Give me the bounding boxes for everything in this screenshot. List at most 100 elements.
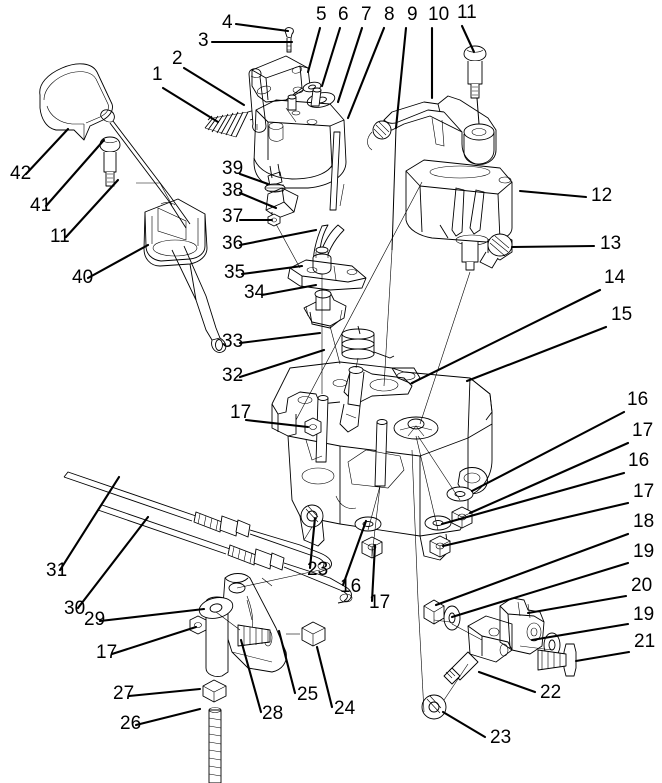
callout-label-42: 42 bbox=[10, 163, 31, 184]
callout-label-36: 36 bbox=[222, 233, 243, 254]
part-nut-37 bbox=[267, 213, 281, 227]
callout-8: 8 bbox=[346, 4, 395, 120]
callout-13: 13 bbox=[510, 233, 621, 254]
callout-label-2: 2 bbox=[172, 48, 183, 69]
callout-leader-24 bbox=[315, 645, 334, 709]
callout-label-7: 7 bbox=[361, 4, 372, 25]
part-washer-16-a bbox=[446, 486, 474, 502]
callout-17d: 17 bbox=[369, 543, 390, 613]
callout-label-17e: 17 bbox=[230, 402, 251, 423]
callout-leader-12 bbox=[518, 189, 588, 199]
part-top-link bbox=[339, 366, 413, 433]
callout-label-4: 4 bbox=[222, 12, 233, 33]
callout-leader-16c bbox=[341, 519, 368, 587]
callout-leader-38 bbox=[238, 191, 278, 210]
callout-label-23b: 23 bbox=[307, 559, 328, 580]
callout-4: 4 bbox=[222, 12, 290, 33]
callout-leader-20 bbox=[526, 594, 628, 615]
callout-38: 38 bbox=[222, 180, 278, 210]
callout-label-31: 31 bbox=[46, 560, 67, 581]
callout-33: 33 bbox=[222, 331, 322, 352]
callout-label-17d: 17 bbox=[369, 592, 390, 613]
callout-leader-28 bbox=[239, 638, 263, 714]
callout-label-22: 22 bbox=[540, 682, 561, 703]
part-bolt-11 bbox=[463, 45, 487, 125]
callout-37: 37 bbox=[222, 206, 274, 227]
callout-label-33: 33 bbox=[222, 331, 243, 352]
callout-leader-33 bbox=[238, 331, 322, 345]
callout-leader-15 bbox=[465, 325, 608, 383]
callout-12: 12 bbox=[518, 185, 612, 206]
callout-label-28: 28 bbox=[262, 703, 283, 724]
callout-23: 23 bbox=[441, 710, 511, 748]
part-pivot-33 bbox=[303, 289, 347, 329]
callout-27: 27 bbox=[113, 683, 202, 704]
part-stud-8 bbox=[329, 131, 341, 211]
callout-7: 7 bbox=[336, 4, 372, 104]
callout-label-26: 26 bbox=[120, 713, 141, 734]
callout-label-18: 18 bbox=[633, 511, 654, 532]
callout-label-38: 38 bbox=[222, 180, 243, 201]
part-washer-16-c bbox=[354, 516, 382, 532]
part-spring-32 bbox=[341, 325, 395, 360]
callout-label-19b: 19 bbox=[633, 604, 654, 625]
callout-leader-34 bbox=[260, 283, 318, 297]
callout-leader-19b bbox=[530, 622, 630, 642]
callout-17: 17 bbox=[468, 420, 653, 515]
callout-leader-39 bbox=[238, 172, 270, 186]
callout-39: 39 bbox=[222, 158, 270, 186]
callout-15: 15 bbox=[465, 304, 632, 383]
callout-3: 3 bbox=[198, 30, 294, 51]
callout-label-32: 32 bbox=[222, 365, 243, 386]
part-bushing-23-b bbox=[421, 694, 447, 720]
part-nut-17-b bbox=[429, 535, 451, 558]
callout-leader-18 bbox=[434, 532, 630, 607]
callout-14: 14 bbox=[410, 267, 626, 385]
assembly-guides bbox=[215, 107, 553, 701]
callout-label-16b: 16 bbox=[628, 450, 649, 471]
callout-label-23: 23 bbox=[490, 727, 511, 748]
part-pivot-bracket-22 bbox=[443, 615, 513, 685]
callout-leader-16 bbox=[470, 410, 626, 493]
callout-label-25: 25 bbox=[297, 684, 318, 705]
callout-leader-11 bbox=[460, 24, 476, 54]
callout-label-16c: 16 bbox=[340, 576, 361, 597]
callout-leader-17d bbox=[370, 543, 377, 603]
callout-leader-23 bbox=[441, 710, 487, 739]
callout-16: 16 bbox=[470, 389, 648, 493]
part-linkage-39 bbox=[264, 163, 286, 193]
callout-29: 29 bbox=[84, 607, 206, 630]
callout-leader-19 bbox=[450, 561, 630, 619]
callout-leader-32 bbox=[238, 348, 326, 379]
callout-label-11: 11 bbox=[457, 2, 477, 23]
callout-label-17b: 17 bbox=[633, 481, 654, 502]
callout-leader-17e bbox=[244, 418, 310, 429]
part-lever-bracket bbox=[143, 198, 208, 301]
callout-leader-8 bbox=[346, 26, 386, 120]
callout-label-8: 8 bbox=[384, 4, 395, 25]
callout-label-17c: 17 bbox=[96, 642, 117, 663]
callout-label-12: 12 bbox=[591, 185, 612, 206]
part-bushing-8 bbox=[367, 120, 392, 151]
callout-leader-2 bbox=[182, 66, 246, 107]
callout-17b: 17 bbox=[441, 481, 654, 548]
callout-label-27: 27 bbox=[113, 683, 134, 704]
callout-leader-5 bbox=[306, 26, 322, 74]
callout-leader-7 bbox=[336, 26, 364, 104]
callout-label-35: 35 bbox=[224, 262, 245, 283]
callout-10: 10 bbox=[428, 4, 449, 100]
part-bushing-35 bbox=[312, 246, 332, 275]
callout-label-29: 29 bbox=[84, 609, 105, 630]
callout-label-34: 34 bbox=[244, 282, 266, 303]
callout-42: 42 bbox=[10, 127, 70, 184]
callout-label-24: 24 bbox=[334, 698, 356, 719]
part-nut-18 bbox=[423, 599, 445, 625]
callout-leader-30 bbox=[76, 515, 150, 610]
callout-leader-29 bbox=[98, 607, 206, 623]
callout-label-30: 30 bbox=[64, 598, 85, 619]
callout-label-14: 14 bbox=[604, 267, 626, 288]
callout-19b: 19 bbox=[530, 604, 654, 642]
callout-label-9: 9 bbox=[407, 4, 418, 25]
